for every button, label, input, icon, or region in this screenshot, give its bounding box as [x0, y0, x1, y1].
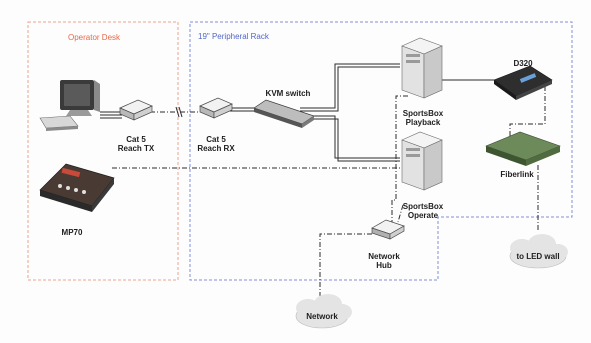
sportsbox-operate-icon [401, 131, 443, 191]
fiberlink-icon [485, 131, 561, 166]
keyboard-icon [39, 115, 79, 131]
fiberlink-label: Fiberlink [500, 170, 534, 179]
sportsbox-playback-icon [401, 37, 443, 99]
kvm-switch-icon [253, 99, 315, 128]
network-label: Network [306, 312, 338, 321]
d320-label: D320 [513, 59, 533, 68]
network-cloud-icon [295, 294, 352, 329]
operator-desk-title: Operator Desk [68, 33, 121, 42]
led-wall-cloud-icon [509, 234, 568, 269]
kvm-switch-label: KVM switch [265, 89, 311, 98]
network-hub-icon [371, 219, 405, 240]
d320-icon [493, 65, 553, 100]
peripheral-rack-title: 19" Peripheral Rack [198, 32, 269, 41]
cat5-reach-tx-icon [119, 99, 153, 121]
cat5-reach-rx-icon [199, 97, 233, 119]
connections [100, 63, 546, 298]
led-wall-label: to LED wall [516, 252, 560, 261]
operator-desk-zone [27, 21, 179, 281]
monitor-icon [60, 80, 100, 116]
peripheral-rack-zone [189, 21, 573, 281]
mp70-icon [39, 163, 115, 212]
mp70-label: MP70 [61, 228, 83, 237]
